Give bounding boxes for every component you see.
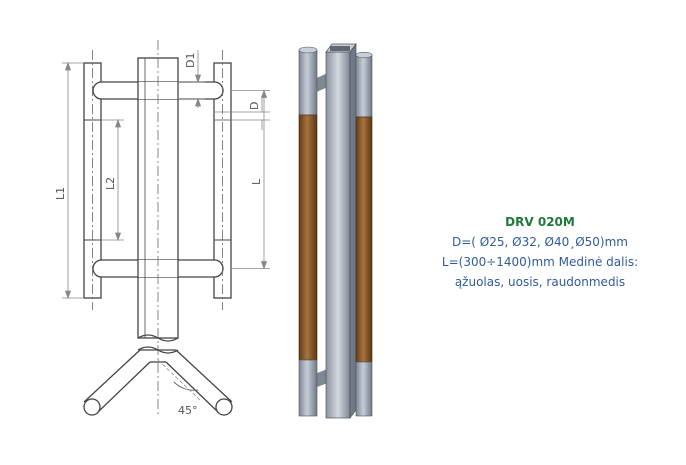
dim-label-d1: D1 xyxy=(184,53,197,68)
product-caption: DRV 020M D=( Ø25, Ø32, Ø40¸Ø50)mm L=(300… xyxy=(440,212,640,292)
dim-label-l2: L2 xyxy=(104,177,117,190)
door-profile-3d xyxy=(325,51,351,419)
left-bar-steel-bottom xyxy=(298,359,318,417)
right-bar-steel-bottom xyxy=(355,361,373,417)
handle-front-view xyxy=(83,57,232,339)
angle-label: 45° xyxy=(178,404,198,417)
handle-3d-render xyxy=(298,42,373,420)
right-bar-steel-top xyxy=(355,54,373,118)
model-title: DRV 020M xyxy=(505,215,575,229)
dim-label-d: D xyxy=(248,102,261,110)
handle-section-view xyxy=(83,334,233,416)
wood-options: ąžuolas, uosis, raudonmedis xyxy=(454,275,626,289)
left-bar-wood xyxy=(298,114,318,361)
diameter-spec: D=( Ø25, Ø32, Ø40¸Ø50)mm xyxy=(452,235,628,249)
length-spec: L=(300÷1400)mm Medinė dalis: xyxy=(441,255,639,269)
right-bar-wood xyxy=(355,116,373,363)
left-bar-steel-top xyxy=(298,49,318,116)
dimensions xyxy=(62,50,270,300)
dim-label-l1: L1 xyxy=(54,187,67,200)
dim-label-l: L xyxy=(250,178,263,185)
left-bar-section xyxy=(83,398,101,416)
centerlines xyxy=(92,40,223,415)
right-bar-section xyxy=(215,398,233,416)
